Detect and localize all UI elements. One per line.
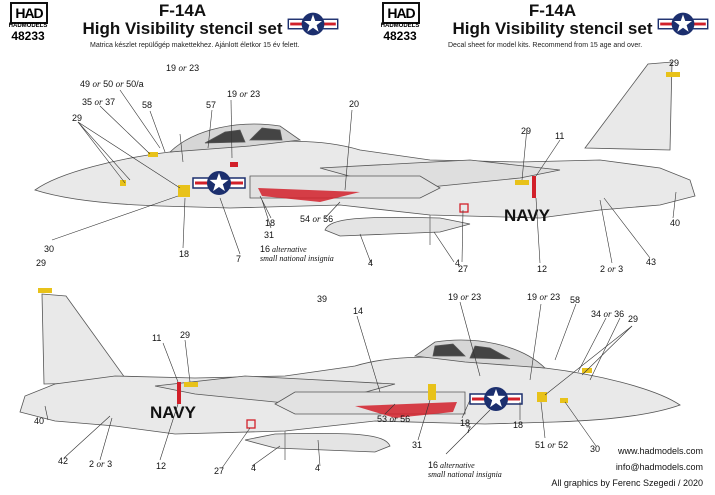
callout-label: 30	[44, 244, 55, 254]
note-line-1: alternative	[440, 461, 475, 470]
callout-label: 4	[455, 258, 461, 268]
or-connector: or	[539, 292, 548, 302]
subtitle-hungarian: Matrica készlet repülőgép makettekhez. A…	[90, 42, 300, 49]
or-connector: or	[312, 214, 321, 224]
callout-label: 39	[317, 294, 328, 304]
or-connector: or	[389, 414, 398, 424]
callout-label: 14	[353, 306, 364, 316]
bottom-navy-marking: NAVY	[150, 403, 197, 422]
product-code: 48233	[383, 29, 417, 43]
top-aircraft-profile	[34, 61, 696, 245]
callout-label: 29	[521, 126, 532, 136]
callout-label: 19 or 23	[527, 292, 561, 302]
callout-label: 19 or 23	[448, 292, 482, 302]
callout-label: 34 or 36	[591, 309, 625, 319]
logo-mark: HAD	[10, 2, 48, 24]
title-set-name: High Visibility stencil set	[82, 19, 283, 38]
callout-label: 43	[646, 257, 657, 267]
callout-label: 29	[628, 314, 639, 324]
graphics-credit: All graphics by Ferenc Szegedi / 2020	[551, 478, 703, 488]
callout-label: 29	[180, 330, 191, 340]
callout-label: 7	[466, 425, 472, 435]
callout-label: 30	[590, 444, 601, 454]
callout-label: 40	[670, 218, 681, 228]
callout-label: 18	[179, 249, 190, 259]
title-model: F-14A	[158, 1, 207, 20]
or-connector: or	[460, 292, 469, 302]
callout-label: 18	[460, 418, 471, 428]
note-line-1: alternative	[272, 245, 307, 254]
callout-label: 20	[349, 99, 360, 109]
hadmodels-logo-left: HAD HADMODELS 48233	[4, 2, 52, 42]
or-connector: or	[92, 79, 101, 89]
note-line-2: small national insignia	[428, 470, 502, 479]
callout-label: 2 or 3	[600, 264, 624, 274]
callout-label: 18	[265, 218, 276, 228]
callout-label: 19 or 23	[227, 89, 261, 99]
or-connector: or	[239, 89, 248, 99]
callout-label: 58	[570, 295, 581, 305]
bottom-aircraft-profile	[19, 293, 681, 460]
callout-label: 53 or 56	[377, 414, 411, 424]
callout-label: 54 or 56	[300, 214, 334, 224]
callout-label: 11	[152, 333, 162, 343]
callout-label: 16	[260, 244, 271, 254]
title-model: F-14A	[528, 1, 577, 20]
callout-label: 18	[513, 420, 524, 430]
callout-label: 31	[412, 440, 423, 450]
or-connector: or	[94, 97, 103, 107]
or-connector: or	[607, 264, 616, 274]
callout-label: 16	[428, 460, 439, 470]
bottom-leader-lines	[44, 301, 633, 469]
callout-label: 4	[251, 463, 257, 473]
or-connector: or	[603, 309, 612, 319]
callout-label: 12	[537, 264, 548, 274]
callout-label: 58	[142, 100, 153, 110]
callout-label: 19 or 23	[166, 63, 200, 73]
top-navy-marking: NAVY	[504, 206, 551, 225]
callout-label: 2 or 3	[89, 459, 113, 469]
callout-label: 7	[236, 254, 242, 264]
callout-label: 12	[156, 461, 167, 471]
or-connector: or	[178, 63, 187, 73]
or-connector: or	[547, 440, 556, 450]
callout-label: 29	[36, 258, 47, 268]
logo-mark: HAD	[382, 2, 420, 24]
callout-label: 51 or 52	[535, 440, 569, 450]
title-set-name: High Visibility stencil set	[452, 19, 653, 38]
sheet-title-right: F-14A High Visibility stencil set	[430, 2, 675, 38]
callout-label: 27	[458, 264, 469, 274]
callout-label: 11	[555, 131, 565, 141]
callout-label: 31	[264, 230, 275, 240]
callout-label: 29	[72, 113, 83, 123]
hadmodels-logo-right: HAD HADMODELS 48233	[376, 2, 424, 42]
callout-label: 4	[368, 258, 374, 268]
product-code: 48233	[11, 29, 45, 43]
callout-label: 49 or 50 or 50/a	[80, 79, 144, 89]
note-line-2: small national insignia	[260, 254, 334, 263]
email-link[interactable]: info@hadmodels.com	[615, 462, 703, 472]
callout-label: 42	[58, 456, 69, 466]
or-connector: or	[115, 79, 124, 89]
callout-label: 57	[206, 100, 217, 110]
top-decals	[120, 72, 680, 213]
subtitle-english: Decal sheet for model kits. Recommend fr…	[448, 42, 643, 49]
callout-label: 35 or 37	[82, 97, 116, 107]
sheet-title-left: F-14A High Visibility stencil set	[60, 2, 305, 38]
top-leader-lines	[51, 89, 677, 264]
callout-label: 4	[315, 463, 321, 473]
logo-brand: HADMODELS	[380, 23, 420, 29]
bottom-alt-insignia-note: 16 alternative small national insignia	[428, 460, 502, 480]
logo-brand: HADMODELS	[8, 23, 48, 29]
website-link[interactable]: www.hadmodels.com	[617, 446, 703, 456]
callout-label: 29	[669, 58, 680, 68]
callout-label: 27	[214, 466, 225, 476]
callout-label: 40	[34, 416, 45, 426]
or-connector: or	[96, 459, 105, 469]
top-alt-insignia-note: 16 alternative small national insignia	[260, 244, 334, 264]
